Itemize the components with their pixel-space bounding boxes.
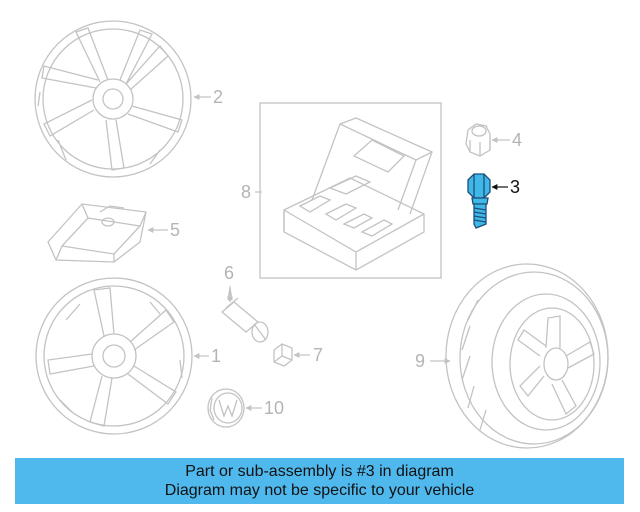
info-banner: Part or sub-assembly is #3 in diagram Di… [15,458,624,504]
tire-9-part[interactable] [445,263,609,449]
valve-stem-6-part[interactable] [220,287,269,343]
wheel-bolt-3-part[interactable] [467,173,491,229]
center-cap-10-part[interactable] [207,388,245,428]
banner-line-2: Diagram may not be specific to your vehi… [164,482,475,499]
callout-6[interactable]: 6 [224,263,235,283]
wheel-1-part[interactable] [35,277,193,435]
wheel-2-part[interactable] [34,20,192,178]
callout-3[interactable]: 3 [510,177,521,197]
banner-line-1: Part or sub-assembly is #3 in diagram [185,463,454,480]
callout-leaders [147,94,510,411]
tool-kit-8-part[interactable] [259,102,442,279]
callout-4[interactable]: 4 [512,130,523,150]
lug-cover-4-part[interactable] [465,123,491,157]
callout-8[interactable]: 8 [241,182,252,202]
valve-cap-7-part[interactable] [273,343,293,367]
callout-1[interactable]: 1 [211,346,222,366]
callout-2[interactable]: 2 [213,87,224,107]
callout-9[interactable]: 9 [415,351,426,371]
callout-7[interactable]: 7 [313,345,324,365]
callout-10[interactable]: 10 [264,398,285,418]
callout-5[interactable]: 5 [170,220,181,240]
tpms-sensor-5-part[interactable] [47,203,147,263]
